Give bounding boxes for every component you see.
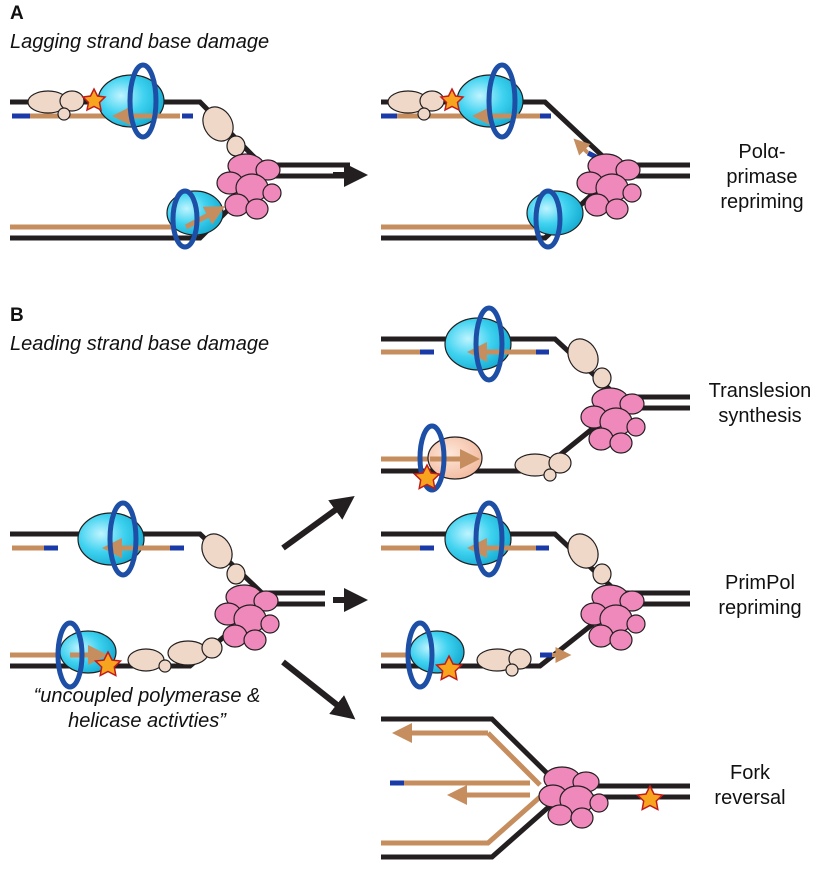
outcome-line: repriming	[720, 191, 804, 213]
outcome-line: PrimPol	[724, 572, 795, 594]
pcna-ring-icon	[533, 188, 563, 250]
pcna-ring-icon	[170, 188, 200, 250]
lesion-star-icon	[439, 87, 465, 112]
panel-b-letter: B	[10, 305, 24, 326]
fork-arrow-icon	[281, 659, 356, 720]
ctf-protein	[476, 648, 532, 677]
polalpha-primase-repriming-label: Polα- primase repriming	[712, 140, 812, 215]
pcna-ring-icon	[417, 423, 447, 493]
lesion-star-icon	[81, 87, 107, 112]
helicase-icon	[538, 766, 609, 829]
primpol-repriming-label: PrimPol repriming	[700, 571, 820, 621]
caption-line: helicase activties”	[68, 710, 226, 732]
panel-a-left-fork	[10, 62, 350, 250]
primpol-fork	[381, 500, 690, 690]
helicase-icon	[216, 153, 282, 220]
helicase-icon	[580, 584, 646, 651]
outcome-line: repriming	[718, 597, 802, 619]
panel-a-subtitle: Lagging strand base damage	[10, 31, 270, 53]
lesion-star-icon	[635, 784, 665, 811]
outcome-line: Polα-	[738, 141, 786, 163]
outcome-line: synthesis	[718, 405, 802, 427]
pcna-ring-icon	[55, 620, 85, 690]
helicase-icon	[576, 153, 642, 220]
ctf-protein	[201, 533, 246, 585]
helicase-icon	[214, 584, 280, 651]
fork-reversal-label: Fork reversal	[700, 761, 800, 811]
ctf-protein	[567, 338, 612, 389]
outcome-line: Fork	[730, 762, 770, 784]
ctf-protein	[387, 90, 445, 121]
tls-fork	[381, 305, 690, 493]
pcna-ring-icon	[127, 62, 159, 140]
ctf-protein	[127, 637, 223, 673]
outcome-line: primase	[726, 166, 798, 188]
panel-a-right-fork	[381, 62, 690, 250]
pcna-ring-icon	[405, 620, 435, 690]
uncoupled-caption: “uncoupled polymerase & helicase activti…	[2, 684, 292, 734]
ctf-protein	[27, 90, 85, 121]
lesion-star-icon	[434, 654, 464, 681]
fork-reversal	[381, 716, 690, 860]
pcna-ring-icon	[107, 500, 139, 578]
pcna-ring-icon	[486, 62, 518, 140]
panel-b-subtitle: Leading strand base damage	[10, 333, 270, 355]
caption-line: “uncoupled polymerase &	[33, 685, 261, 707]
helicase-icon	[580, 387, 646, 454]
lesion-star-icon	[412, 463, 442, 490]
outcome-line: Translesion	[708, 380, 812, 402]
panel-a-letter: A	[10, 3, 24, 24]
ctf-protein	[567, 533, 612, 585]
translesion-synthesis-label: Translesion synthesis	[700, 379, 820, 429]
fork-arrow-icon	[281, 495, 355, 551]
pcna-ring-icon	[473, 305, 505, 383]
panel-b-stalled-fork	[10, 500, 325, 690]
ctf-protein	[514, 452, 572, 482]
lesion-star-icon	[93, 650, 123, 677]
outcome-line: reversal	[714, 787, 786, 809]
pcna-ring-icon	[473, 500, 505, 578]
